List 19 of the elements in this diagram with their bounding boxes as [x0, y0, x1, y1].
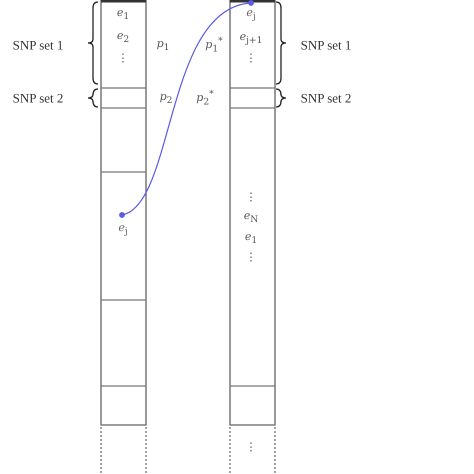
math-label: p$_{1}$ — [156, 38, 170, 52]
math-label: e$_{j+1}$ — [240, 30, 262, 46]
math-label: p$_{2}$ — [160, 90, 172, 106]
group-label: SNP set 2 — [300, 92, 352, 104]
group-label: SNP set 2 — [12, 92, 64, 104]
group-label: SNP set 1 — [300, 38, 352, 52]
connector-curve — [119, 0, 254, 218]
math-label: e$_{N}$ — [244, 210, 258, 224]
ellipsis-mark: ⋮ — [246, 52, 256, 64]
ellipsis-mark: ⋮ — [246, 442, 256, 452]
math-label: e$_{j}$ — [246, 6, 256, 22]
math-label: e$_{1}$ — [244, 230, 258, 246]
math-label: e$_{2}$ — [116, 30, 130, 44]
ellipsis-mark: ⋮ — [246, 192, 256, 202]
math-label: e$_{1}$ — [116, 6, 130, 22]
ellipsis-mark: ⋮ — [246, 252, 256, 262]
ellipsis-mark: ⋮ — [118, 52, 128, 64]
group-label: SNP set 1 — [12, 38, 64, 52]
math-label: e$_{j}$ — [118, 222, 128, 236]
